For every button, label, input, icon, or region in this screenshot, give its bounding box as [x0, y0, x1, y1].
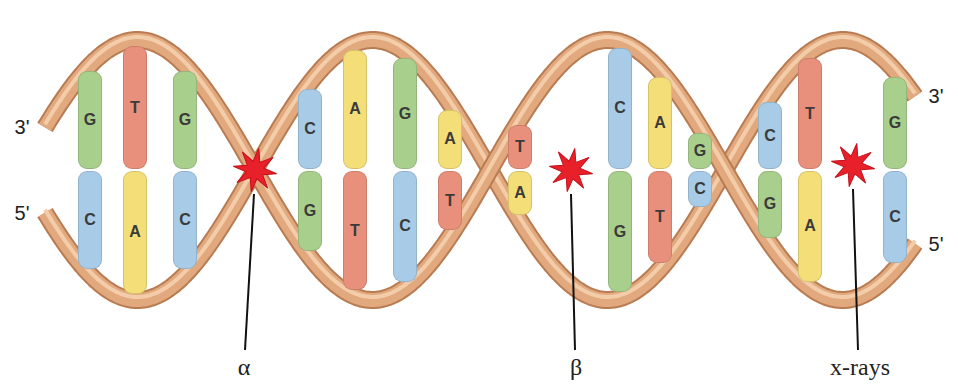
- nucleotide-base: G: [78, 71, 102, 169]
- nucleotide-base: G: [173, 71, 197, 169]
- nucleotide-base: C: [298, 89, 322, 169]
- nucleotide-base: T: [648, 171, 672, 263]
- damage-star: [230, 145, 281, 196]
- nucleotide-base: T: [438, 171, 462, 230]
- base-letter: T: [350, 223, 360, 239]
- base-letter: G: [179, 112, 191, 128]
- nucleotide-base: C: [608, 48, 632, 169]
- base-letter: G: [399, 106, 411, 122]
- base-letter: C: [889, 209, 901, 225]
- base-letter: A: [514, 185, 526, 201]
- base-letter: C: [179, 212, 191, 228]
- nucleotide-base: G: [688, 133, 712, 169]
- nucleotide-base: G: [393, 58, 417, 169]
- base-letter: G: [614, 224, 626, 240]
- nucleotide-base: T: [508, 125, 532, 169]
- nucleotide-base: G: [608, 171, 632, 292]
- nucleotide-base: A: [508, 171, 532, 215]
- radiation-label: x-rays: [830, 354, 890, 380]
- nucleotide-base: C: [173, 171, 197, 269]
- nucleotide-base: C: [78, 171, 102, 269]
- base-letter: G: [694, 143, 706, 159]
- base-letter: C: [694, 181, 706, 197]
- radiation-label: β: [570, 354, 582, 380]
- base-letter: G: [889, 115, 901, 131]
- nucleotide-base: G: [883, 77, 907, 169]
- nucleotide-base: A: [798, 171, 822, 282]
- nucleotide-base: C: [883, 171, 907, 263]
- base-letter: A: [654, 115, 666, 131]
- base-letter: A: [444, 131, 456, 147]
- base-letter: G: [84, 112, 96, 128]
- base-letter: T: [655, 209, 665, 225]
- nucleotide-base: T: [798, 58, 822, 169]
- base-letter: T: [515, 139, 525, 155]
- base-letter: C: [764, 128, 776, 144]
- leader-line: [245, 194, 254, 350]
- strand-end-label: 5': [929, 233, 944, 255]
- nucleotide-base: A: [123, 171, 147, 294]
- nucleotide-base: G: [758, 171, 782, 238]
- leader-line: [571, 194, 575, 350]
- leader-line: [853, 189, 858, 350]
- base-letter: G: [764, 196, 776, 212]
- base-letter: C: [399, 218, 411, 234]
- backbone-highlight: [45, 37, 915, 297]
- backbone-highlight: [45, 37, 915, 297]
- damage-star: [828, 140, 879, 191]
- strand-end-label: 5': [15, 202, 30, 224]
- nucleotide-base: A: [648, 77, 672, 169]
- damage-star: [546, 145, 597, 196]
- base-letter: A: [349, 101, 361, 117]
- base-letter: G: [304, 203, 316, 219]
- base-letter: C: [614, 100, 626, 116]
- nucleotide-base: T: [343, 171, 367, 290]
- base-letter: T: [130, 100, 140, 116]
- base-letter: T: [805, 106, 815, 122]
- base-letter: C: [304, 121, 316, 137]
- base-letter: T: [445, 193, 455, 209]
- dna-backbone: [45, 37, 915, 300]
- strand-end-label: 3': [929, 85, 944, 107]
- base-letter: C: [84, 212, 96, 228]
- base-letter: A: [804, 218, 816, 234]
- nucleotide-base: A: [438, 110, 462, 169]
- base-letter: A: [129, 224, 141, 240]
- nucleotide-base: C: [688, 171, 712, 207]
- radiation-label: α: [238, 354, 251, 380]
- nucleotide-base: G: [298, 171, 322, 251]
- nucleotide-base: A: [343, 50, 367, 169]
- nucleotide-base: T: [123, 46, 147, 169]
- nucleotide-base: C: [758, 102, 782, 169]
- nucleotide-base: C: [393, 171, 417, 282]
- strand-end-label: 3': [15, 116, 30, 138]
